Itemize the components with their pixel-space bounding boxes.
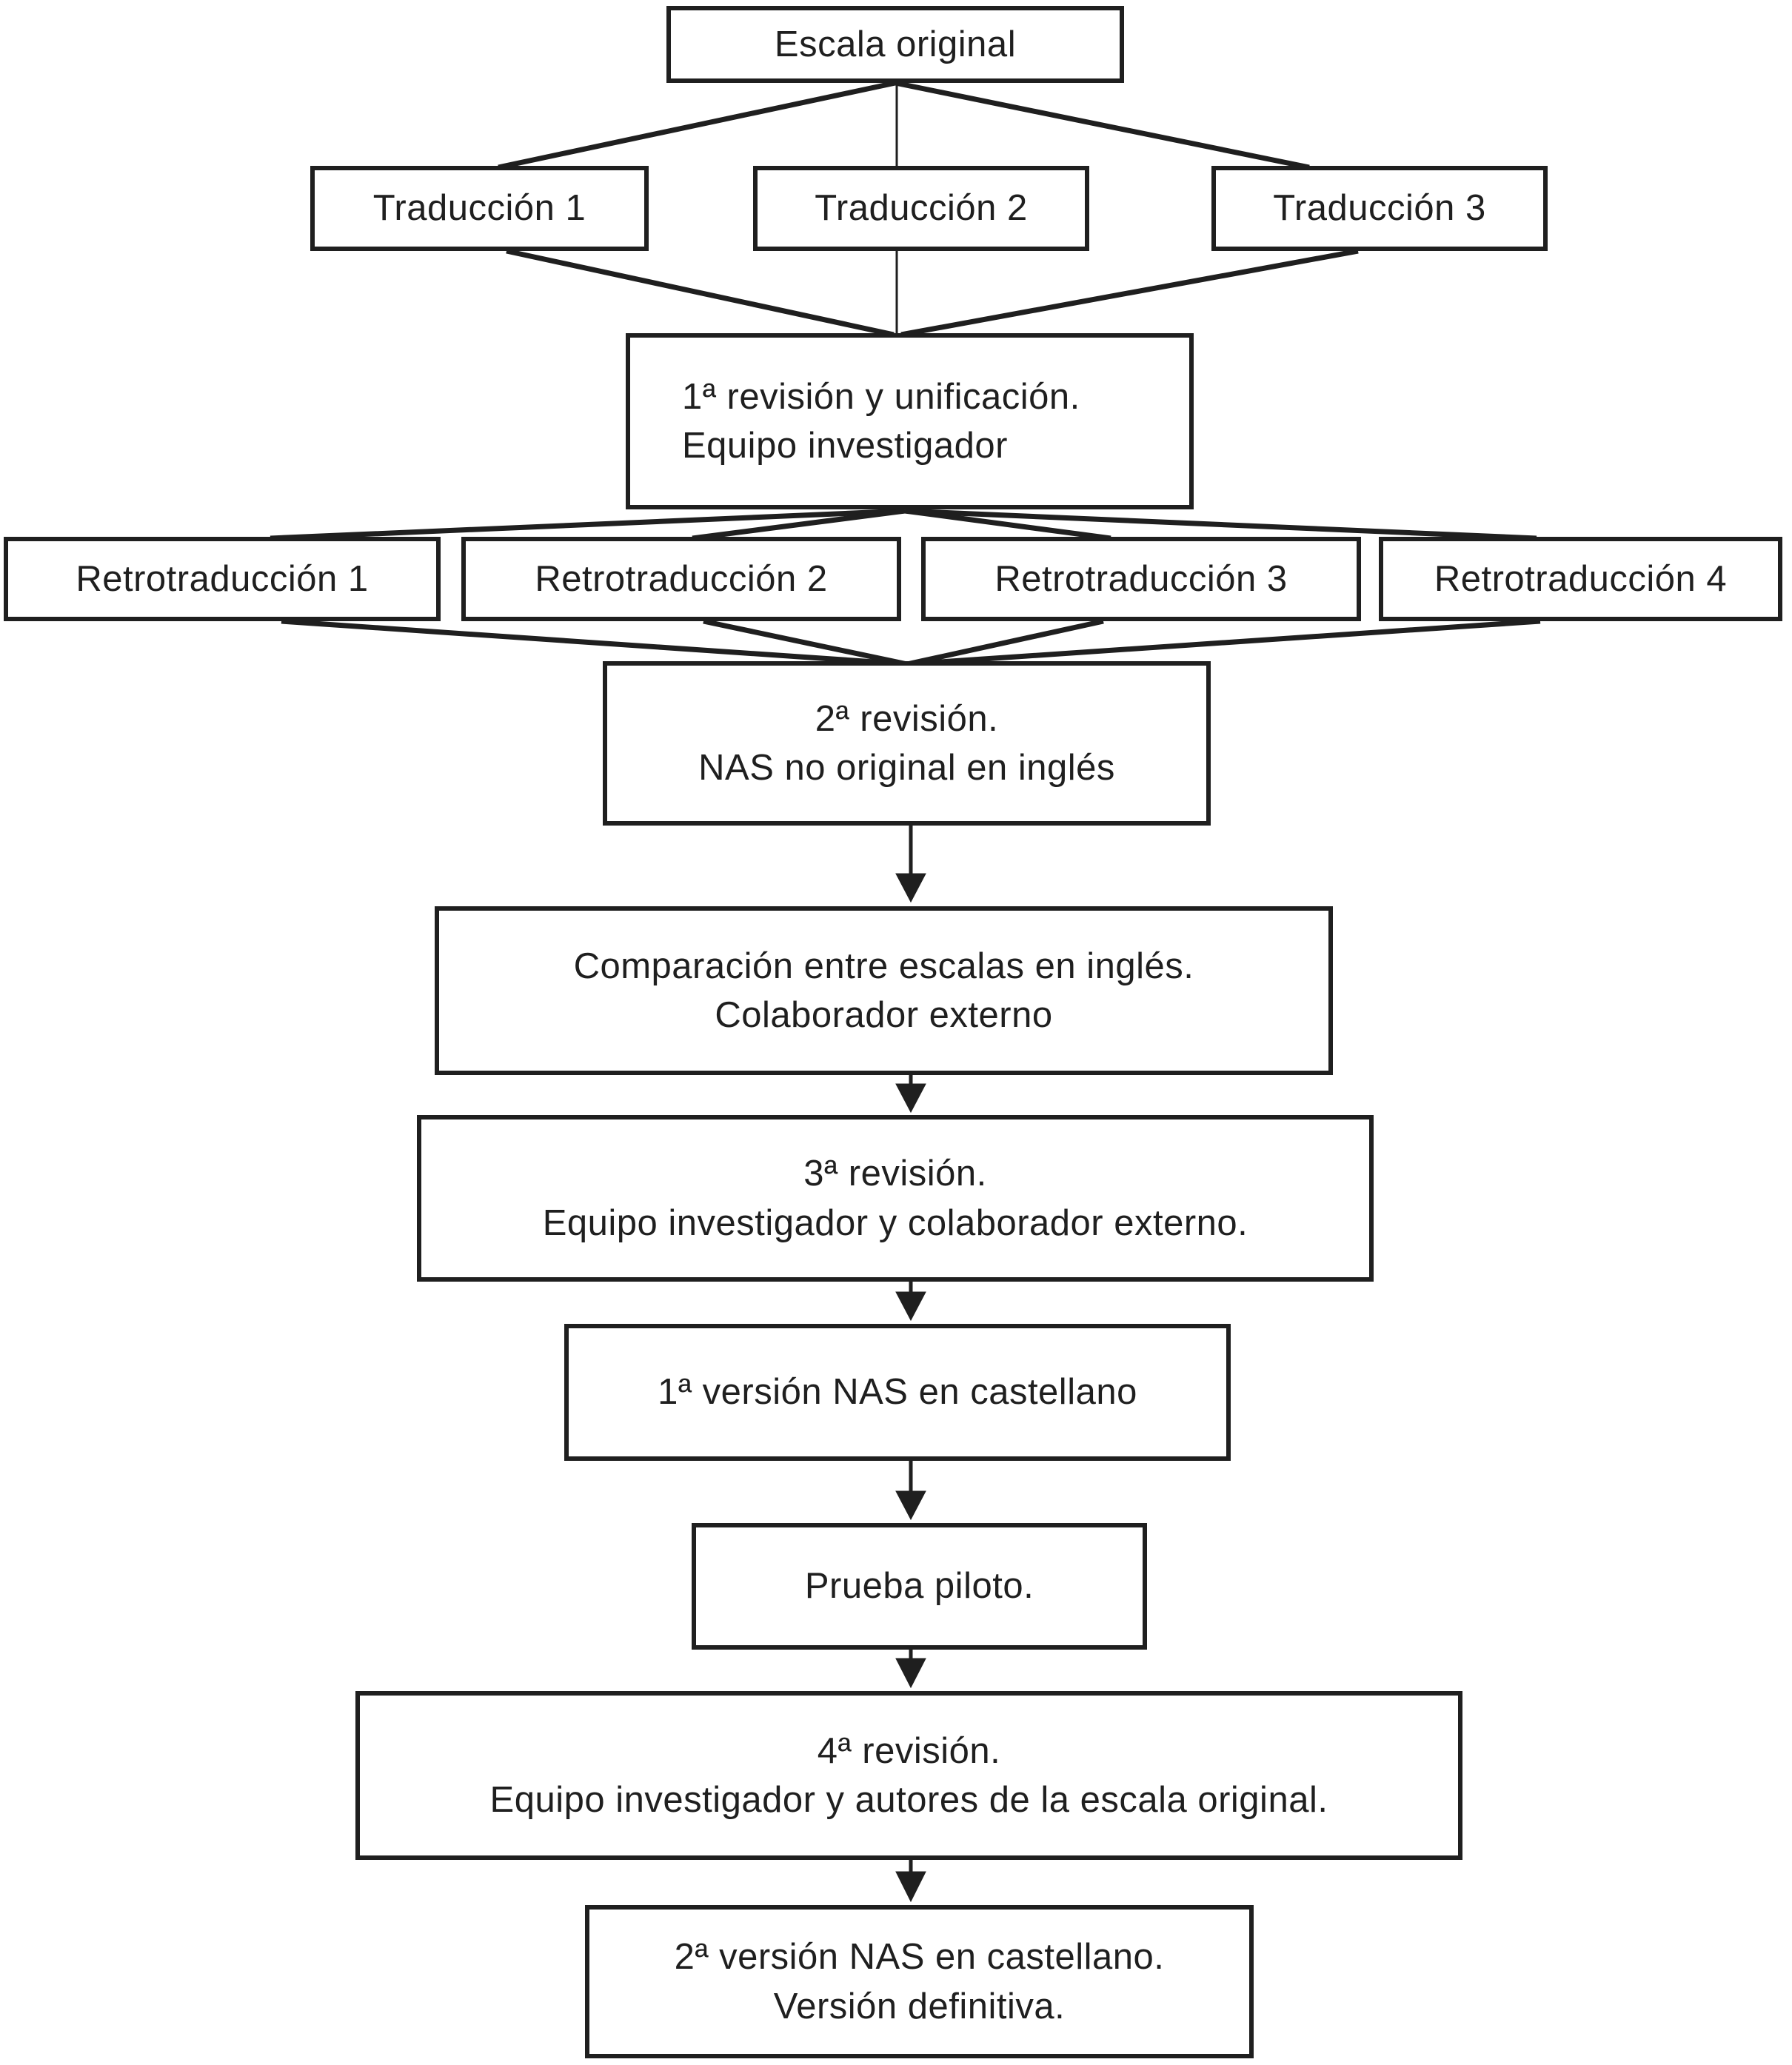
node-escala-original: Escala original bbox=[666, 6, 1124, 83]
node-traduccion-2: Traducción 2 bbox=[753, 166, 1089, 251]
node-traduccion-1: Traducción 1 bbox=[310, 166, 649, 251]
node-traduccion-2-label: Traducción 2 bbox=[815, 188, 1028, 229]
node-traduccion-3-label: Traducción 3 bbox=[1273, 188, 1486, 229]
node-revision-3-line-2: Equipo investigador y colaborador extern… bbox=[542, 1202, 1248, 1243]
node-traduccion-1-label: Traducción 1 bbox=[372, 188, 586, 229]
arrow-prueba-revision-4 bbox=[895, 1650, 926, 1689]
node-revision-1-line-1: 1ª revisión y unificación. bbox=[682, 376, 1080, 417]
connector-retro-1-revision-2 bbox=[281, 618, 908, 667]
node-revision-4-line-2: Equipo investigador y autores de la esca… bbox=[489, 1780, 1328, 1820]
node-version-2-line-2: Versión definitiva. bbox=[773, 1986, 1066, 2026]
connector-revision-1-retro-4 bbox=[904, 508, 1537, 541]
connector-revision-1-retro-1 bbox=[270, 508, 906, 541]
node-revision-1-line-2: Equipo investigador bbox=[682, 426, 1008, 466]
node-revision-2: 2ª revisión. NAS no original en inglés bbox=[603, 661, 1211, 826]
node-retrotraduccion-2-label: Retrotraducción 2 bbox=[535, 558, 828, 599]
node-revision-1: 1ª revisión y unificación. Equipo invest… bbox=[626, 333, 1194, 509]
arrow-version-1-prueba bbox=[895, 1461, 926, 1521]
node-revision-3-line-1: 3ª revisión. bbox=[803, 1154, 987, 1194]
node-retrotraduccion-1: Retrotraducción 1 bbox=[4, 537, 441, 621]
node-version-1-label: 1ª versión NAS en castellano bbox=[658, 1372, 1137, 1413]
node-revision-4-line-1: 4ª revisión. bbox=[817, 1730, 1001, 1771]
node-prueba-piloto: Prueba piloto. bbox=[692, 1523, 1147, 1650]
node-version-2-line-1: 2ª versión NAS en castellano. bbox=[674, 1937, 1165, 1978]
connector-retro-4-revision-2 bbox=[906, 618, 1541, 667]
node-retrotraduccion-3-label: Retrotraducción 3 bbox=[994, 558, 1288, 599]
node-prueba-piloto-label: Prueba piloto. bbox=[804, 1566, 1034, 1607]
node-retrotraduccion-4: Retrotraducción 4 bbox=[1379, 537, 1782, 621]
arrow-revision-2-comparacion bbox=[895, 826, 926, 903]
node-traduccion-3: Traducción 3 bbox=[1211, 166, 1548, 251]
connector-escala-traduccion-1 bbox=[498, 80, 896, 170]
connector-retro-3-revision-2 bbox=[906, 618, 1104, 667]
arrow-revision-3-version-1 bbox=[895, 1282, 926, 1322]
node-revision-3: 3ª revisión. Equipo investigador y colab… bbox=[417, 1115, 1374, 1282]
connector-escala-traduccion-3 bbox=[895, 80, 1310, 170]
node-comparacion-line-2: Colaborador externo bbox=[715, 995, 1053, 1035]
arrow-revision-4-version-2 bbox=[895, 1860, 926, 1903]
node-retrotraduccion-2: Retrotraducción 2 bbox=[461, 537, 901, 621]
connector-revision-1-retro-3 bbox=[904, 508, 1111, 541]
node-retrotraduccion-3: Retrotraducción 3 bbox=[921, 537, 1361, 621]
connector-traduccion-1-revision-1 bbox=[506, 248, 895, 338]
node-retrotraduccion-4-label: Retrotraducción 4 bbox=[1434, 558, 1728, 599]
node-version-2: 2ª versión NAS en castellano. Versión de… bbox=[585, 1905, 1254, 2058]
node-comparacion: Comparación entre escalas en inglés. Col… bbox=[435, 906, 1333, 1075]
arrow-comparacion-revision-3 bbox=[895, 1075, 926, 1114]
node-retrotraduccion-1-label: Retrotraducción 1 bbox=[76, 558, 369, 599]
node-escala-original-label: Escala original bbox=[774, 24, 1017, 64]
node-comparacion-line-1: Comparación entre escalas en inglés. bbox=[573, 946, 1194, 986]
node-revision-2-line-1: 2ª revisión. bbox=[815, 698, 999, 739]
connector-traduccion-3-revision-1 bbox=[900, 248, 1359, 338]
node-revision-2-line-2: NAS no original en inglés bbox=[698, 748, 1115, 788]
connector-revision-1-retro-2 bbox=[692, 508, 906, 541]
node-version-1: 1ª versión NAS en castellano bbox=[564, 1324, 1231, 1461]
connector-retro-2-revision-2 bbox=[703, 618, 908, 667]
node-revision-4: 4ª revisión. Equipo investigador y autor… bbox=[355, 1691, 1462, 1860]
